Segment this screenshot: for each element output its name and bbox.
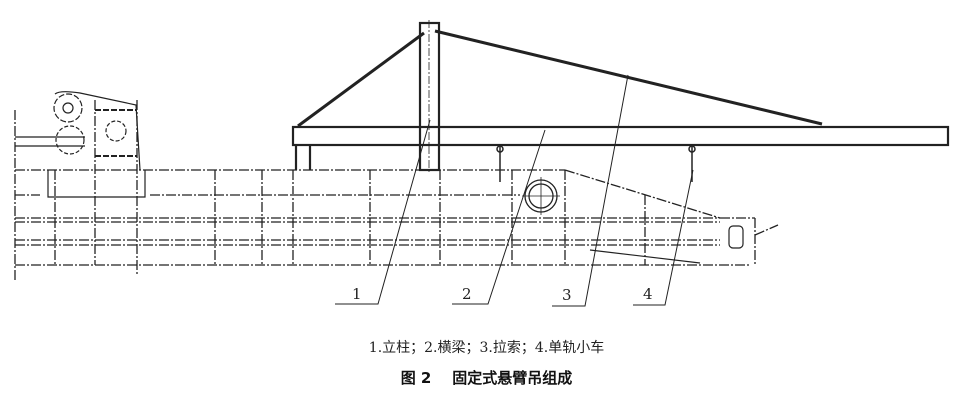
column bbox=[418, 21, 441, 172]
end-slot bbox=[728, 225, 744, 249]
callout-4: 4 bbox=[643, 285, 653, 303]
figure-number: 图 2 bbox=[400, 369, 432, 387]
callout-1: 1 bbox=[352, 285, 362, 303]
stay-cable bbox=[297, 29, 823, 128]
leader-lines bbox=[335, 74, 694, 307]
monorail-trolley bbox=[496, 145, 696, 182]
figure-caption: 图 2 固定式悬臂吊组成 bbox=[0, 367, 973, 388]
pivot-pin bbox=[522, 177, 560, 215]
main-frame bbox=[14, 100, 779, 280]
callout-2: 2 bbox=[462, 285, 472, 303]
legend-caption: 1.立柱；2.横梁；3.拉索；4.单轨小车 bbox=[368, 340, 605, 356]
figure-title: 固定式悬臂吊组成 bbox=[452, 369, 573, 387]
cross-beam bbox=[291, 125, 950, 147]
callout-3: 3 bbox=[562, 286, 572, 304]
hinge-assembly bbox=[15, 91, 146, 198]
